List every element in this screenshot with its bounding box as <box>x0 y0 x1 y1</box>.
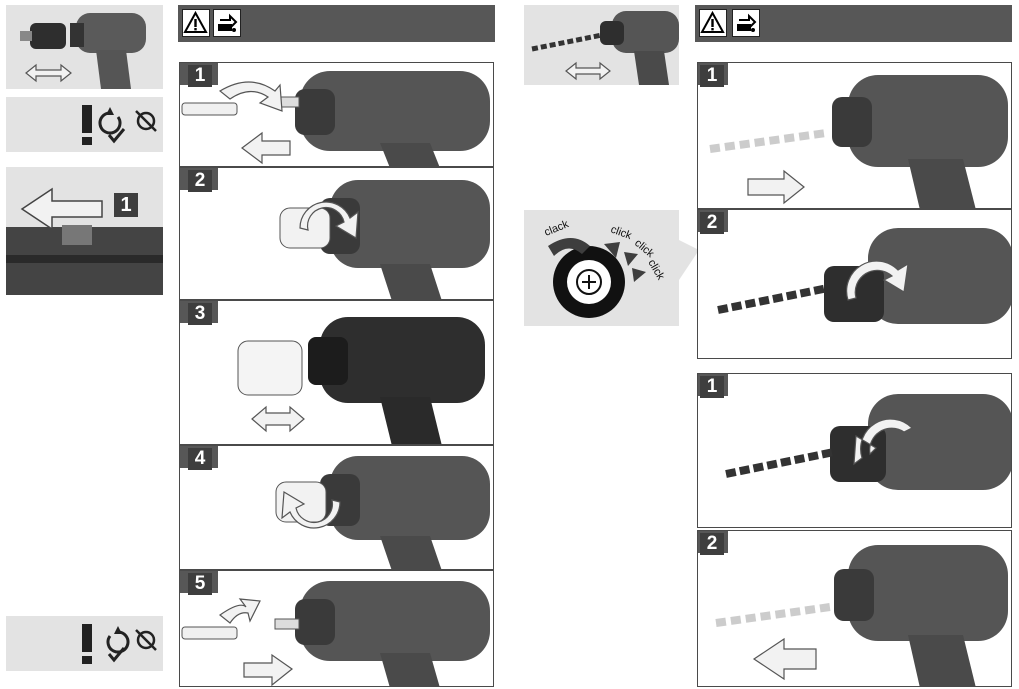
callout-pointer <box>679 240 699 280</box>
double-arrow-icon <box>25 63 72 83</box>
caution-inset-bottom <box>6 616 163 671</box>
step-number: 3 <box>188 303 212 325</box>
no-rotate-icon <box>135 629 157 651</box>
bit-step-panel: 2 <box>697 209 1012 359</box>
step-number: 5 <box>188 573 212 595</box>
step-number: 2 <box>700 533 724 555</box>
bit-step-panel: 1 <box>697 62 1012 209</box>
chuck-step-panel: 1 <box>179 62 494 167</box>
step-number: 1 <box>700 65 724 87</box>
rotate-arrow-icon <box>218 598 261 624</box>
battery-remove-icon <box>732 9 760 37</box>
click-sound-inset: clack click click click <box>524 210 679 326</box>
double-arrow-icon <box>251 405 305 433</box>
rotate-arrow-icon <box>846 260 909 301</box>
drill-with-chuck-illustration <box>20 13 146 89</box>
chuck-click-illustration: clack click click click <box>543 218 667 318</box>
click-sound-label: click <box>632 237 656 260</box>
click-sound-label: click <box>645 258 666 283</box>
right-arrow-icon <box>747 169 805 205</box>
direction-switch-inset: 1 <box>6 167 163 295</box>
caution-inset-top <box>6 97 163 152</box>
double-arrow-icon <box>565 61 611 81</box>
warning-triangle-icon <box>182 9 210 37</box>
step-number: 2 <box>700 212 724 234</box>
no-rotate-icon <box>135 110 157 132</box>
check-icon <box>107 128 126 144</box>
check-icon <box>107 647 126 663</box>
chuck-step-panel: 2 <box>179 167 494 300</box>
rotate-arrow-icon <box>853 418 914 466</box>
chuck-step-panel: 4 <box>179 445 494 570</box>
rotate-icon <box>106 626 130 654</box>
left-arrow-icon <box>241 131 291 165</box>
warning-triangle-icon <box>699 9 727 37</box>
rotate-arrow-icon <box>299 201 359 240</box>
chuck-step-panel: 3 <box>179 300 494 445</box>
step-number: 4 <box>188 448 212 470</box>
right-arrow-icon <box>243 653 294 686</box>
chuck-drill-thumbnail <box>6 5 163 89</box>
rotate-icon <box>98 107 122 135</box>
chuck-step-panel: 5 <box>179 570 494 687</box>
caution-exclamation-icon <box>82 105 92 145</box>
inset-step-label: 1 <box>120 194 132 216</box>
left-arrow-icon <box>20 187 103 231</box>
click-sound-label: click <box>609 224 634 243</box>
click-sound-label: clack <box>543 218 571 239</box>
step-number: 2 <box>188 170 212 192</box>
left-arrow-icon <box>752 637 817 681</box>
step-number: 1 <box>700 376 724 398</box>
caution-exclamation-icon <box>82 624 92 664</box>
drill-with-bit-illustration <box>531 11 679 85</box>
rotate-arrow-icon <box>281 490 341 529</box>
bit-drill-thumbnail <box>524 5 679 85</box>
bit-step-panel: 1 <box>697 373 1012 528</box>
step-number: 1 <box>188 65 212 87</box>
bit-step-panel: 2 <box>697 530 1012 687</box>
battery-remove-icon <box>213 9 241 37</box>
rotate-arrow-icon <box>218 81 283 112</box>
